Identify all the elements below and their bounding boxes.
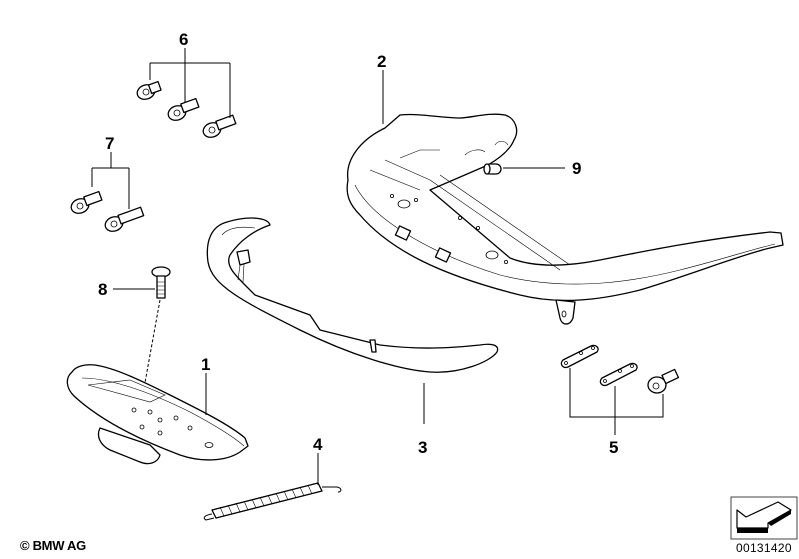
base-plate[interactable] — [66, 364, 249, 465]
callout-1[interactable]: 1 — [201, 355, 211, 374]
screw-6a — [136, 80, 162, 100]
copyright-notice: © BMW AG — [20, 538, 86, 553]
callout-4[interactable]: 4 — [313, 435, 323, 454]
screw-set-a[interactable] — [135, 80, 237, 140]
callout-9[interactable]: 9 — [572, 159, 582, 178]
diagram-number: 00131420 — [736, 541, 792, 555]
callout-8[interactable]: 8 — [98, 280, 108, 299]
arrow-down-left-icon[interactable] — [730, 496, 798, 540]
leader-5 — [569, 368, 664, 435]
callout-3[interactable]: 3 — [418, 438, 428, 457]
bushing[interactable] — [483, 163, 502, 175]
callout-7[interactable]: 7 — [105, 134, 115, 153]
leader-7 — [91, 152, 130, 209]
leader-6 — [149, 48, 231, 118]
tension-spring[interactable] — [203, 482, 342, 521]
screw-set-b[interactable] — [69, 190, 145, 234]
callout-2[interactable]: 2 — [377, 52, 387, 71]
screw-6c — [202, 114, 237, 138]
callout-6[interactable]: 6 — [179, 30, 189, 49]
trim-strip[interactable] — [206, 217, 499, 373]
screw-8[interactable] — [139, 266, 171, 411]
callout-5[interactable]: 5 — [609, 438, 619, 457]
screw-6b — [167, 97, 200, 121]
screw-7b — [104, 206, 145, 232]
screw-7a — [70, 190, 103, 214]
seat-shell[interactable] — [346, 113, 784, 325]
bracket-set[interactable] — [560, 344, 680, 394]
